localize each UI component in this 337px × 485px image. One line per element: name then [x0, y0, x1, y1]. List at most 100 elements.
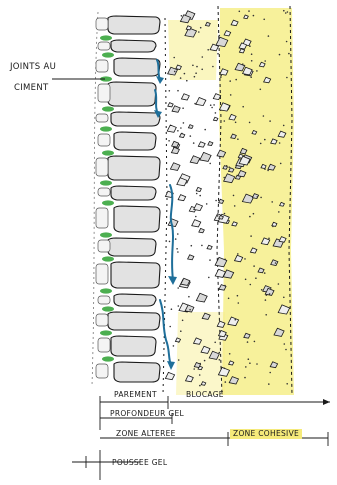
gravel-dot: [278, 211, 280, 213]
gravel-dot: [248, 10, 250, 12]
gravel-dot: [224, 285, 226, 287]
gravel-dot: [169, 241, 171, 243]
outer-facing-stone: [98, 42, 110, 50]
gravel-dot: [180, 77, 182, 79]
gravel-dot: [201, 69, 203, 71]
gravel-dot: [267, 170, 269, 172]
gravel-dot: [264, 168, 266, 170]
gravel-dot: [263, 19, 265, 21]
gravel-dot: [286, 77, 288, 79]
gravel-dot: [229, 80, 231, 82]
parement-stone: [114, 362, 160, 382]
gravel-dot: [204, 129, 206, 131]
parement-stones: [96, 16, 160, 382]
gravel-dot: [207, 49, 209, 51]
gravel-dot: [183, 122, 185, 124]
gravel-dot: [260, 89, 262, 91]
parement-stone: [108, 82, 156, 106]
gravel-dot: [211, 107, 213, 109]
gravel-dot: [242, 63, 244, 65]
cement-joint: [100, 330, 112, 335]
outer-facing-stone: [96, 158, 108, 176]
gravel-dot: [283, 297, 285, 299]
arrow-3: [170, 185, 173, 280]
cement-joint: [102, 306, 114, 311]
gravel-dot: [260, 143, 262, 145]
gravel-dot: [260, 197, 262, 199]
gravel-dot: [213, 104, 215, 106]
outer-facing-stone: [96, 60, 108, 72]
gravel-dot: [238, 302, 240, 304]
gravel-dot: [214, 342, 216, 344]
gravel-dot: [249, 216, 251, 218]
gravel-dot: [195, 216, 197, 218]
gravel-dot: [208, 277, 210, 279]
gravel-dot: [193, 142, 195, 144]
gravel-dot: [244, 377, 246, 379]
parement-stone: [114, 132, 156, 150]
gravel-dot: [212, 66, 214, 68]
outer-facing-stone: [96, 264, 108, 284]
poussee-gel-label: POUSSEE GEL: [112, 459, 167, 467]
gravel-stone: [167, 125, 176, 132]
gravel-dot: [219, 359, 221, 361]
gravel-dot: [275, 262, 277, 264]
gravel-dot: [219, 35, 221, 37]
cement-joint: [102, 200, 114, 205]
gravel-dot: [265, 314, 267, 316]
gravel-dot: [248, 358, 250, 360]
gravel-dot: [217, 53, 219, 55]
parement-stone: [108, 312, 160, 330]
gravel-dot: [201, 245, 203, 247]
gravel-dot: [279, 54, 281, 56]
gravel-dot: [206, 203, 208, 205]
parement-stone: [111, 186, 156, 200]
gravel-dot: [237, 253, 239, 255]
outer-facing-stone: [96, 114, 108, 122]
gravel-dot: [202, 56, 204, 58]
gravel-stone: [172, 106, 180, 113]
gravel-dot: [190, 135, 192, 137]
gravel-dot: [177, 251, 179, 253]
gravel-dot: [268, 238, 270, 240]
gravel-dot: [235, 122, 237, 124]
gravel-dot: [242, 106, 244, 108]
gravel-dot: [175, 238, 177, 240]
gravel-stone: [172, 141, 179, 147]
gravel-dot: [264, 60, 266, 62]
gravel-dot: [215, 200, 217, 202]
gravel-dot: [168, 140, 170, 142]
gravel-dot: [200, 27, 202, 29]
outer-facing-stone: [98, 296, 110, 304]
gravel-stone: [192, 220, 201, 227]
cement-joint: [100, 232, 112, 237]
gravel-dot: [223, 177, 225, 179]
gravel-dot: [195, 72, 197, 74]
gravel-dot: [180, 330, 182, 332]
cement-joint: [102, 106, 114, 111]
gravel-dot: [269, 293, 271, 295]
gravel-stone: [170, 163, 180, 171]
gravel-dot: [263, 115, 265, 117]
gravel-dot: [186, 80, 188, 82]
gravel-dot: [226, 165, 228, 167]
gravel-dot: [215, 112, 217, 114]
gravel-dot: [249, 122, 251, 124]
gravel-dot: [196, 66, 198, 68]
gravel-dot: [250, 76, 252, 78]
gravel-dot: [230, 94, 232, 96]
parement-stone: [111, 336, 156, 356]
gravel-dot: [235, 319, 237, 321]
gravel-dot: [178, 305, 180, 307]
gravel-dot: [239, 11, 241, 13]
gravel-stone: [194, 204, 203, 211]
gravel-dot: [199, 363, 201, 365]
gravel-dot: [191, 245, 193, 247]
gravel-dot: [209, 163, 211, 165]
zone-cohesive-label: ZONE COHESIVE: [230, 429, 302, 439]
outer-facing-stone: [96, 18, 108, 30]
gravel-dot: [178, 341, 180, 343]
gravel-dot: [192, 65, 194, 67]
parement-stone: [114, 206, 160, 232]
gravel-dot: [177, 130, 179, 132]
